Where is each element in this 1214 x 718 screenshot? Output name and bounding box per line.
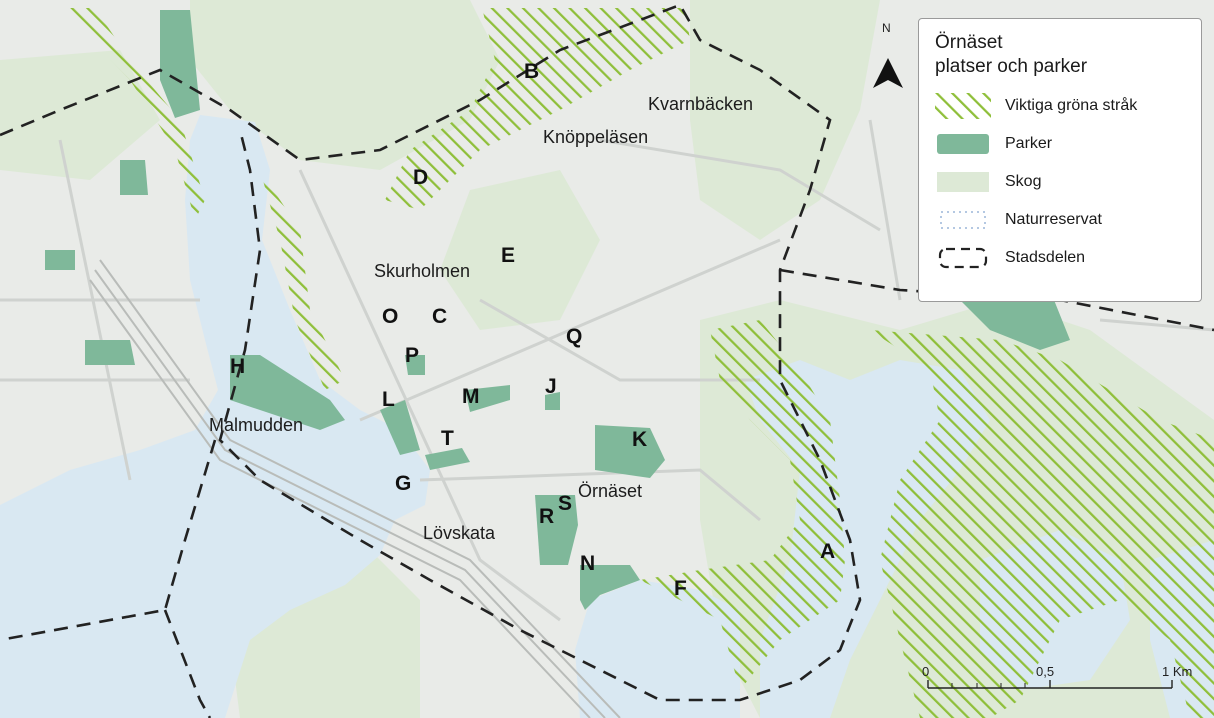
legend-item-green-corridors: Viktiga gröna stråk [935,87,1187,125]
legend-title: Örnäset platser och parker [935,31,1187,79]
legend-title-line1: Örnäset [935,32,1003,53]
site-letter: E [501,244,515,267]
road [58,139,132,481]
site-letter: L [382,388,395,411]
railway-track [89,279,591,718]
park-J [545,392,560,410]
site-letter: O [382,305,398,328]
boundary-line [163,609,212,718]
site-letter: G [395,472,411,495]
scale-label: 1 Km [1162,664,1192,679]
road [1099,318,1214,332]
place-labels: Kvarnbäcken Knöppeläsen Skurholmen Malmu… [209,94,753,543]
district-boundary [0,3,862,702]
place-label: Malmudden [209,415,303,435]
legend-item-district: Stadsdelen [935,239,1187,277]
park-L [380,400,420,455]
parks [45,10,1070,610]
site-letter: T [441,427,454,450]
road [419,468,761,522]
legend-label: Parker [1005,135,1053,152]
park-east [960,290,1070,350]
hatch-swatch-icon [935,93,991,119]
forest-swatch-icon [935,169,991,195]
legend-label: Skog [1005,173,1042,190]
roads [0,119,1214,622]
legend-title-line2: platser och parker [935,56,1088,77]
corridor-north-west [60,8,205,220]
legend-item-nature-reserve: Naturreservat [935,201,1187,239]
park [160,10,200,118]
park [45,250,75,270]
site-letter: P [405,344,419,367]
site-letter: J [545,375,557,398]
park-P [405,355,425,375]
park-T [425,448,470,470]
park [85,340,135,365]
park [120,160,148,195]
place-label: Örnäset [578,481,642,501]
site-letters: A B C D E F G H J K L M N O P Q R S T [230,60,835,600]
place-label: Knöppeläsen [543,127,648,147]
corridor-west [260,170,345,390]
scale-label: 0,5 [1036,664,1054,679]
park-RS [535,495,578,565]
legend-label: Naturreservat [1005,211,1102,228]
park-N [580,565,640,610]
park-M [465,385,510,412]
legend-label: Viktiga gröna stråk [1005,97,1138,114]
railway-track [94,269,606,718]
site-letter: H [230,355,245,378]
park-H [230,355,345,430]
road [868,119,902,301]
site-letter: D [413,166,428,189]
site-letter: R [539,505,554,528]
north-label: N [882,21,891,35]
corridor-B [385,8,690,210]
site-letter: C [432,305,447,328]
north-arrow-icon [873,58,903,88]
road [479,298,760,382]
site-letter: K [632,428,647,451]
road [599,138,881,232]
green-corridors [60,8,1214,718]
site-letter: N [580,552,595,575]
site-letter: S [558,492,572,515]
lake [0,115,430,718]
site-letter: Q [566,325,582,348]
place-label: Lövskata [423,523,496,543]
forest-area [0,50,160,180]
legend-item-parks: Parker [935,125,1187,163]
district-swatch-icon [935,245,991,271]
park-swatch-icon [935,131,991,157]
legend-item-forest: Skog [935,163,1187,201]
site-letter: B [524,60,539,83]
road [298,169,561,622]
site-letter: M [462,385,480,408]
north-arrow: N [873,21,903,88]
boundary-line [0,439,217,642]
other-boundaries [0,268,1214,718]
scale-label: 0 [922,664,929,679]
place-label: Kvarnbäcken [648,94,753,114]
bay [575,580,740,718]
corridor-A-F [640,320,845,690]
forest-area [440,170,600,330]
site-letter: F [674,577,687,600]
road [359,238,781,422]
park-K [595,425,665,478]
railway [89,259,621,718]
legend-label: Stadsdelen [1005,249,1086,266]
place-label: Skurholmen [374,261,470,281]
scale-bar: 0 0,5 1 Km [922,664,1192,689]
map-legend: Örnäset platser och parker Viktiga gröna… [918,18,1202,302]
railway-track [99,259,621,718]
site-letter: A [820,540,835,563]
nature-reserve-swatch-icon [935,207,991,233]
corridor-east [870,330,1214,718]
